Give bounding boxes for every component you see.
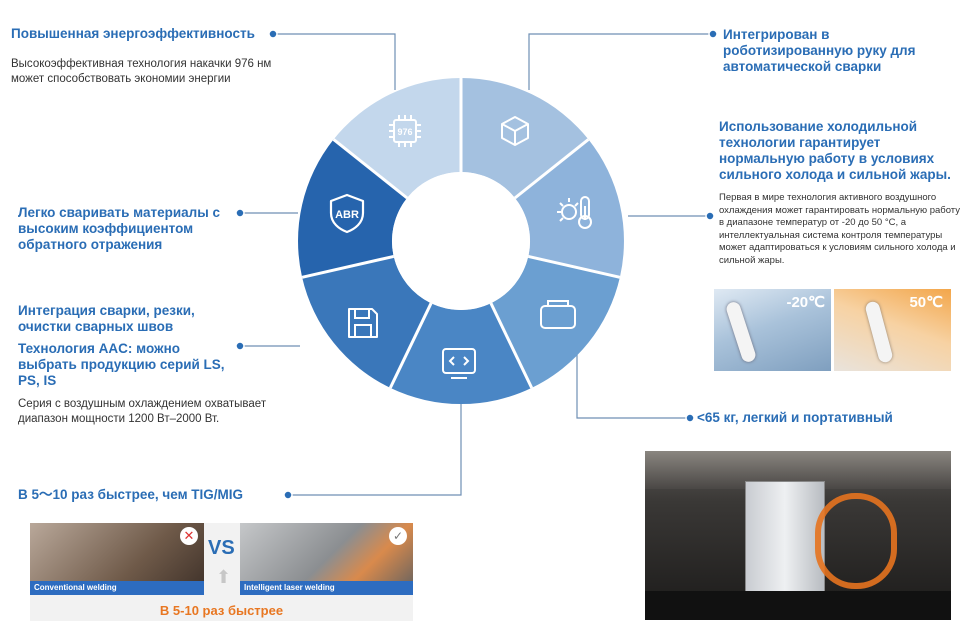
hot-photo: 50℃ xyxy=(834,289,951,371)
laser-photo: ✓ Intelligent laser welding xyxy=(240,523,413,595)
wheel-segment-energy xyxy=(461,78,589,198)
wheel-segment-abr xyxy=(333,78,461,198)
integration-desc: Серия с воздушным охлаждением охватывает… xyxy=(18,398,267,425)
save-disk-icon xyxy=(345,305,381,341)
up-arrow-icon: ⬆ xyxy=(216,567,232,587)
wheel-segment-integration xyxy=(298,139,408,278)
cooling-desc: Первая в мире технология активного возду… xyxy=(719,192,960,266)
cold-photo: -20℃ xyxy=(714,289,831,371)
hot-temp-label: 50℃ xyxy=(909,294,943,311)
conventional-label: Conventional welding xyxy=(34,583,117,592)
wheel-segment-robot xyxy=(514,139,624,278)
thermometer-icon xyxy=(864,300,894,364)
wheel-segment-cooling xyxy=(490,256,620,388)
cooling-title: Использование холодильной технологии гар… xyxy=(719,119,951,182)
code-screen-icon xyxy=(439,345,479,381)
case-icon xyxy=(538,296,578,332)
cold-temp-label: -20℃ xyxy=(786,294,825,311)
welder-unit xyxy=(745,481,825,599)
cube-icon xyxy=(497,113,533,149)
thermometer-sun-icon xyxy=(555,192,599,232)
abr-title: Легко сваривать материалы с высоким коэф… xyxy=(18,205,221,252)
speed-title: В 5〜10 раз быстрее, чем TIG/MIG xyxy=(18,487,244,502)
wheel-segment-portable xyxy=(390,303,532,405)
chip-icon-label: 976 xyxy=(397,127,412,137)
wheel-segment-speed xyxy=(302,256,432,388)
feature-wheel xyxy=(298,78,624,405)
speed-caption: В 5-10 раз быстрее xyxy=(159,603,284,618)
integration-title-2: Технология AAC: можно выбрать продукцию … xyxy=(18,341,225,388)
thermometer-icon xyxy=(724,300,758,364)
vs-label: VS xyxy=(208,537,235,559)
robot-title: Интегрирован в роботизированную руку для… xyxy=(723,27,916,74)
cross-icon: ✕ xyxy=(180,527,198,545)
chip-icon: 976 xyxy=(386,112,424,150)
check-icon: ✓ xyxy=(389,527,407,545)
portable-title: <65 кг, легкий и портативный xyxy=(697,410,893,425)
conventional-photo: ✕ Conventional welding xyxy=(30,523,204,595)
orange-cable xyxy=(815,493,897,589)
energy-desc: Высокоэффективная технология накачки 976… xyxy=(11,58,272,85)
laser-label: Intelligent laser welding xyxy=(244,583,335,592)
abr-icon-label: ABR xyxy=(335,209,359,221)
car-trunk-photo xyxy=(645,451,951,620)
energy-title: Повышенная энергоэффективность xyxy=(11,26,255,41)
abr-shield-icon: ABR xyxy=(327,192,367,234)
integration-title-1: Интеграция сварки, резки, очистки сварны… xyxy=(18,303,195,334)
speed-comparison-panel: ✕ Conventional welding VS ⬆ ✓ Intelligen… xyxy=(30,523,413,621)
